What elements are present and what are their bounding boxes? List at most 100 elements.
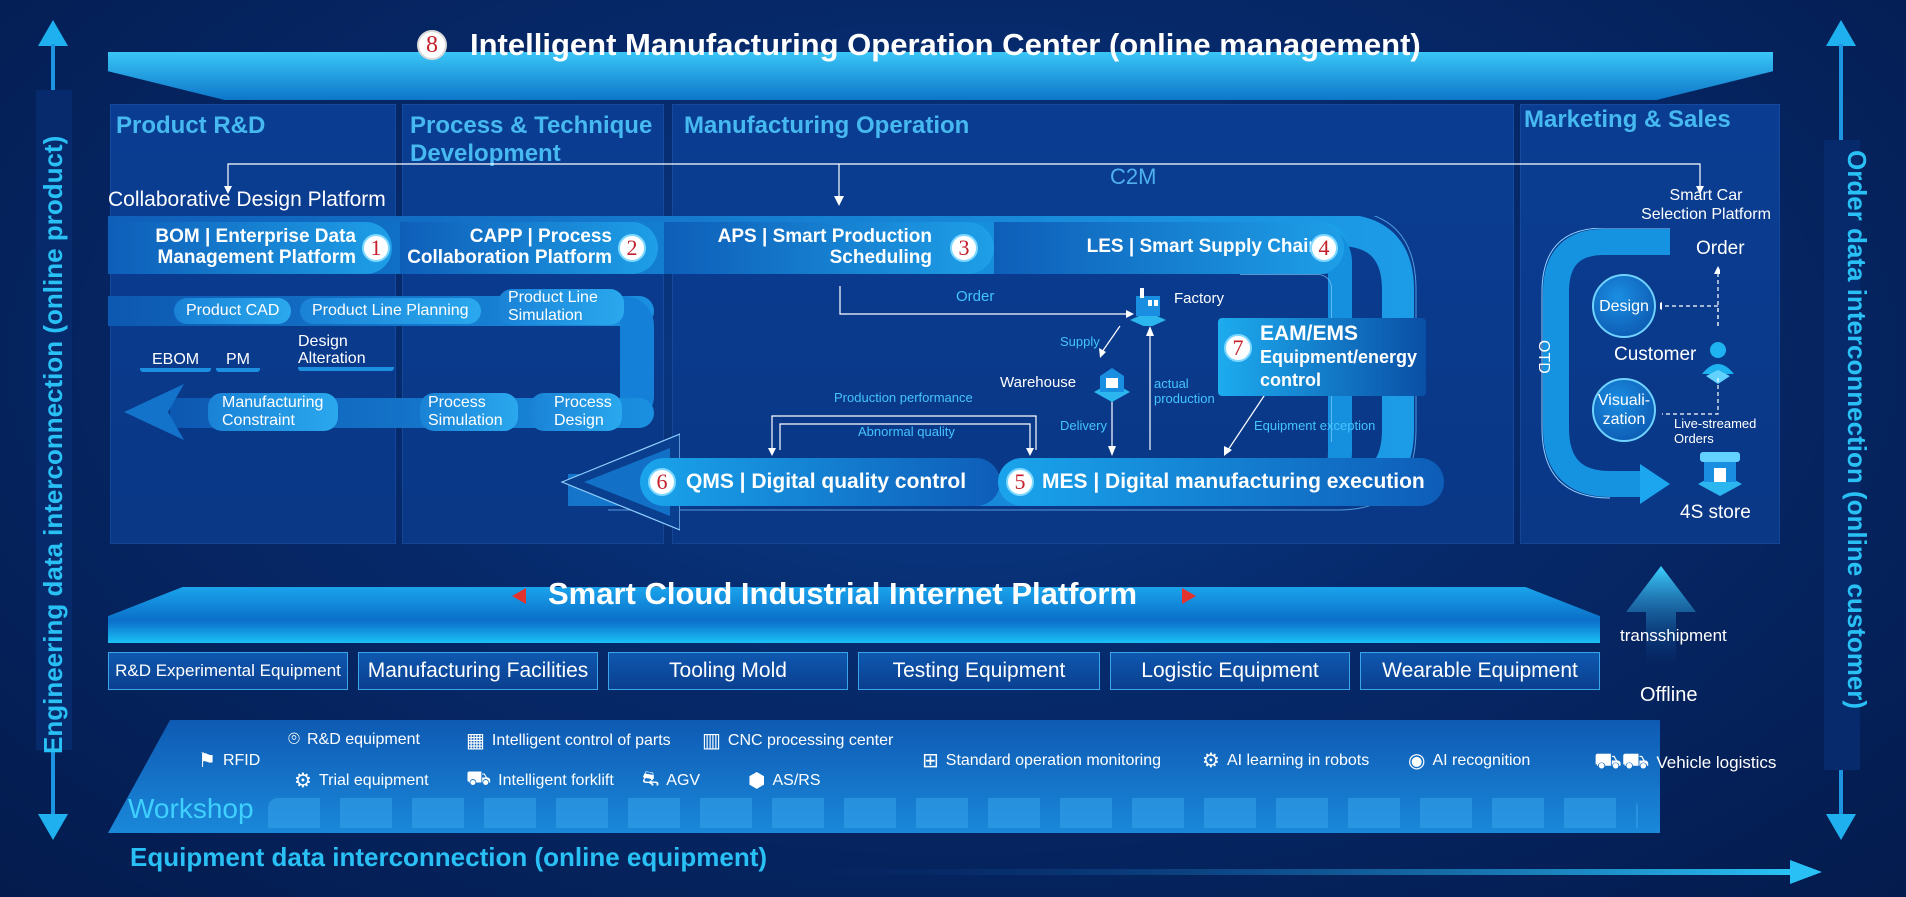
supply-label: Supply: [1060, 334, 1100, 349]
trial-equipment-item: ⚙Trial equipment: [294, 770, 429, 792]
visualization-node: Visuali-zation: [1592, 378, 1656, 442]
bottom-axis-label: Equipment data interconnection (online e…: [130, 842, 768, 872]
capp-pill: [400, 222, 658, 274]
process-design: Process Design: [530, 393, 622, 431]
platform-right-arrow: [1182, 588, 1196, 604]
right-label-bg: [1824, 140, 1860, 770]
vehicle-logistics-item: ⛟⛟Vehicle logistics: [1594, 748, 1776, 777]
rd-equipment-item: ⌾R&D equipment: [288, 728, 420, 750]
product-rd-title: Product R&D: [116, 112, 266, 139]
equipment-rd-experimental: R&D Experimental Equipment: [108, 652, 348, 690]
design-alteration: Design Alteration: [298, 333, 394, 371]
agv-icon: ⛐: [642, 768, 660, 790]
les-pill: [994, 222, 1344, 274]
robot-icon: ⚙: [1202, 750, 1220, 772]
production-performance-label: Production performance: [834, 390, 973, 405]
offline-label: Offline: [1640, 684, 1698, 706]
mes-label: MES | Digital manufacturing execution: [1042, 470, 1425, 493]
aps-number: 3: [950, 234, 978, 262]
rfid-item: ⚑RFID: [198, 750, 261, 772]
cnc-item: ▥CNC processing center: [702, 730, 894, 752]
bom-number: 1: [362, 234, 390, 262]
order-label: Order: [956, 288, 995, 305]
operation-center-number: 8: [417, 30, 447, 60]
trial-equipment-icon: ⚙: [294, 770, 312, 792]
transshipment-label: transshipment: [1620, 626, 1727, 645]
eam-title: EAM/EMS: [1260, 322, 1359, 345]
mes-band: [998, 458, 1444, 506]
warehouse-label: Warehouse: [1000, 374, 1077, 391]
capp-number: 2: [618, 234, 646, 262]
monitoring-icon: ⊞: [922, 750, 939, 772]
left-label-bg: [36, 90, 72, 750]
factory-icon: [1126, 282, 1170, 328]
product-cad: Product CAD: [174, 298, 292, 324]
manufacturing-title: Manufacturing Operation: [684, 112, 970, 139]
qms-number: 6: [648, 468, 676, 496]
bom-pill: [108, 222, 392, 274]
otd-label: OTD: [1535, 340, 1552, 374]
workshop-panel: [108, 720, 1660, 833]
marketing-title: Marketing & Sales: [1524, 106, 1731, 133]
right-axis-label: Order data interconnection (online custo…: [1842, 150, 1872, 710]
equipment-tooling-mold: Tooling Mold: [608, 652, 848, 690]
smart-car-platform: Smart Car Selection Platform: [1641, 187, 1771, 223]
eam-box: [1218, 318, 1426, 396]
process-simulation: Process Simulation: [420, 393, 518, 431]
operation-center-title: Intelligent Manufacturing Operation Cent…: [470, 27, 1421, 62]
c2m-label: C2M: [1110, 164, 1157, 189]
qms-label: QMS | Digital quality control: [686, 470, 967, 493]
cloud-platform-bar: [108, 587, 1600, 643]
equipment-testing: Testing Equipment: [858, 652, 1100, 690]
product-line-simulation: Product Line Simulation: [498, 289, 624, 325]
ai-robots-item: ⚙AI learning in robots: [1202, 750, 1370, 772]
c2m-connector: [224, 163, 1704, 198]
customer-icon: [1700, 340, 1736, 386]
warehouse-icon: [1090, 362, 1134, 406]
platform-left-arrow: [512, 588, 526, 604]
monitoring-item: ⊞Standard operation monitoring: [922, 750, 1162, 772]
truck-icon: ⛟⛟: [1594, 748, 1650, 773]
equipment-exception-label: Equipment exception: [1254, 418, 1376, 433]
agv-item: ⛐AGV: [642, 768, 700, 793]
factory-label: Factory: [1174, 290, 1225, 307]
equipment-logistic: Logistic Equipment: [1110, 652, 1350, 690]
process-title: Process & Technique Development: [410, 112, 653, 167]
cnc-icon: ▥: [702, 730, 721, 752]
live-streamed-orders: Live-streamed Orders: [1674, 416, 1757, 446]
manufacturing-constraint: Manufacturing Constraint: [208, 393, 338, 431]
actual-production-label: actual production: [1154, 376, 1215, 406]
collab-design-platform: Collaborative Design Platform: [108, 188, 386, 211]
bottom-axis-arrow: [800, 860, 1822, 884]
qms-band: [640, 458, 1000, 506]
pm: PM: [216, 351, 260, 372]
les-number: 4: [1310, 234, 1338, 262]
forklift-item: ⛟Intelligent forklift: [466, 768, 614, 793]
abnormal-quality-label: Abnormal quality: [858, 424, 955, 439]
les-platform-label: LES | Smart Supply Chain: [1086, 236, 1320, 257]
c2m-down-arrow: [834, 196, 844, 206]
transshipment-arrow: [1626, 566, 1696, 666]
forklift-icon: ⛟: [466, 768, 492, 790]
grid-icon: ▦: [466, 730, 485, 752]
eam-number: 7: [1224, 334, 1252, 362]
camera-icon: ◉: [1408, 750, 1426, 772]
delivery-label: Delivery: [1060, 418, 1107, 433]
workshop-label: Workshop: [128, 793, 254, 824]
4s-store-label: 4S store: [1680, 502, 1751, 523]
ebom: EBOM: [140, 351, 212, 372]
rfid-icon: ⚑: [198, 750, 216, 772]
top-banner: [108, 52, 1773, 100]
order-node: Order: [1696, 238, 1745, 259]
left-axis-label: Engineering data interconnection (online…: [38, 135, 68, 754]
otd-loop: [1541, 228, 1670, 504]
intelligent-parts-item: ▦Intelligent control of parts: [466, 730, 671, 752]
customer-label: Customer: [1614, 344, 1697, 365]
asrs-icon: ⬢: [748, 770, 766, 792]
mes-number: 5: [1006, 468, 1034, 496]
asrs-item: ⬢AS/RS: [748, 770, 821, 792]
